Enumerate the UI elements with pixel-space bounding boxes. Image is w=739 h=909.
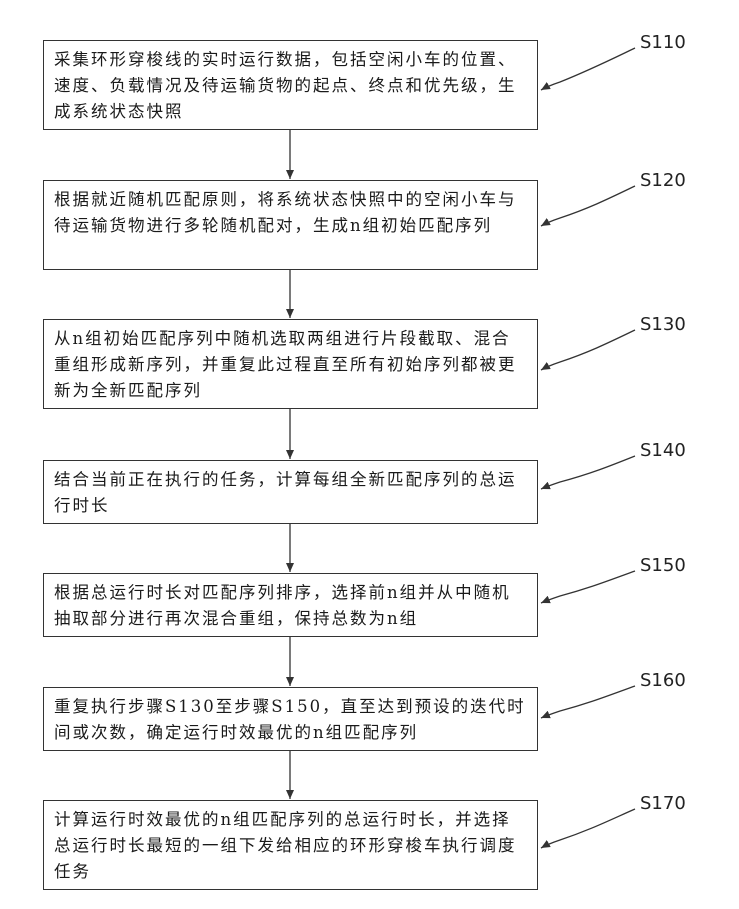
leader-line-s150 (541, 571, 635, 603)
leader-line-s160 (541, 686, 635, 718)
leader-line-s110 (541, 48, 635, 90)
leader-line-s130 (541, 330, 635, 370)
leader-line-s120 (541, 186, 635, 226)
leader-line-s170 (541, 809, 635, 848)
leader-line-s140 (541, 456, 635, 489)
